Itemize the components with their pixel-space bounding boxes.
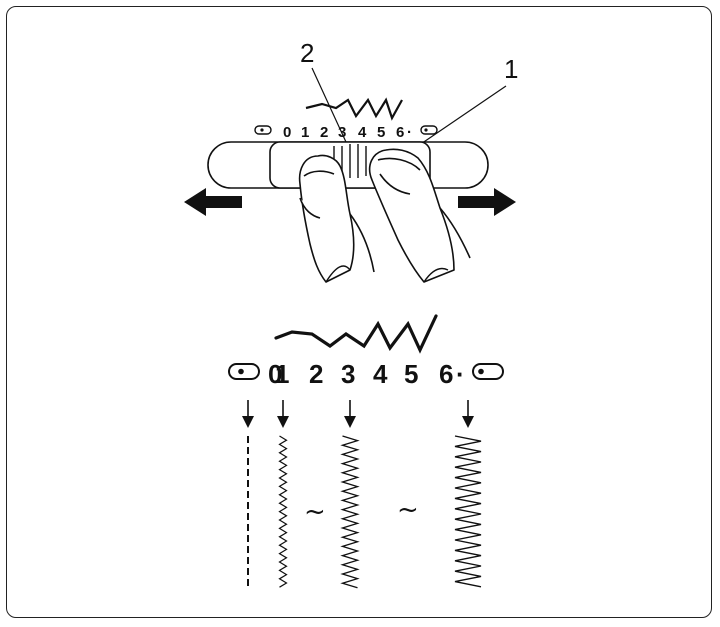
large-scale-2: 2 (309, 359, 323, 389)
large-scale-dot: · (456, 359, 465, 389)
tilde-between-1-3: ~ (304, 497, 326, 527)
scale-right-capsule-icon (420, 125, 438, 135)
down-arrow-3-icon (344, 400, 356, 428)
small-scale-2: 2 (320, 124, 328, 141)
large-scale-1-visible: 1 (275, 359, 289, 389)
small-scale-5: 5 (377, 124, 385, 141)
small-scale-4: 4 (358, 124, 367, 141)
small-scale-1: 1 (301, 124, 309, 141)
tilde-between-3-6: ~ (397, 495, 419, 525)
large-scale-3: 3 (341, 359, 355, 389)
large-scale-left-capsule-icon (228, 363, 260, 380)
callout-1: 1 (504, 54, 518, 84)
large-zigzag-icon (274, 314, 438, 354)
large-scale-0: 0 (268, 359, 282, 389)
large-scale-right-capsule-icon (472, 363, 504, 380)
small-scale-3: 3 (338, 124, 346, 141)
left-finger (298, 154, 355, 283)
large-scale-numbers: 0 1 1 2 3 4 5 6 · (268, 359, 465, 389)
stitch-zigzag-3 (340, 435, 360, 589)
down-arrows (242, 400, 474, 428)
small-scale-dot: · (407, 124, 412, 141)
lower-hand-outline (325, 265, 449, 283)
right-hand-outline (439, 207, 471, 259)
large-scale-5: 5 (404, 359, 418, 389)
bottom-illustration: 0 1 1 2 3 4 5 6 · (228, 314, 504, 590)
stitch-zigzag-1 (278, 435, 288, 588)
large-scale-4: 4 (373, 359, 388, 389)
small-scale-numbers: 0 1 2 3 4 5 6 · (283, 124, 412, 141)
down-arrow-1-icon (277, 400, 289, 428)
left-arrow-icon (184, 188, 242, 216)
callout-1-leader (411, 85, 507, 151)
callout-2: 2 (300, 38, 314, 68)
right-finger (368, 148, 455, 283)
small-scale-6: 6 (396, 124, 404, 141)
small-scale-0: 0 (283, 124, 291, 141)
stitch-zigzag-6 (454, 435, 482, 588)
figure-frame (6, 6, 712, 618)
left-hand-outline (349, 213, 375, 273)
down-arrow-0-icon (242, 400, 254, 428)
top-illustration: 2 1 0 1 2 3 4 5 6 · (184, 38, 518, 283)
large-scale-6: 6 (439, 359, 453, 389)
right-arrow-icon (458, 188, 516, 216)
small-zigzag-icon (305, 97, 403, 121)
down-arrow-6-icon (462, 400, 474, 428)
scale-left-capsule-icon (254, 125, 272, 135)
